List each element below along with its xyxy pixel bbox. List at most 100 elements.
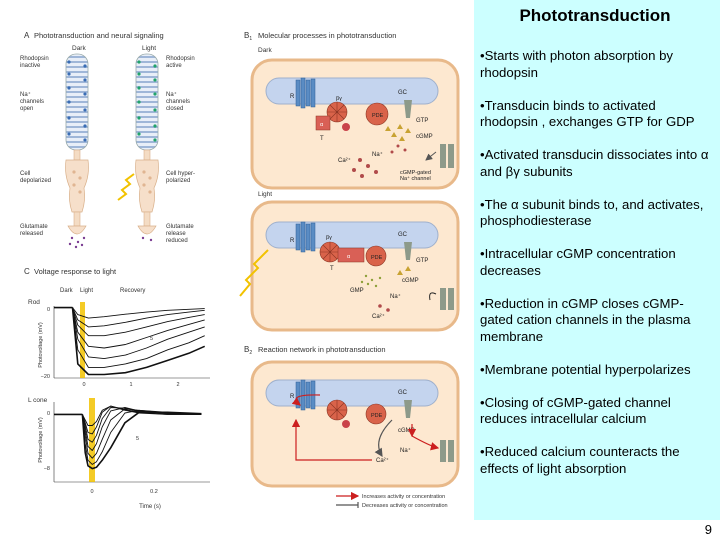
rod-xtick-2: 2: [176, 382, 179, 388]
rod-response-curves: [54, 306, 206, 376]
bullet-item: •Reduced calcium counteracts the effects…: [480, 444, 680, 476]
cone-ytick-0: 0: [47, 411, 50, 417]
cone-response-curves: [54, 405, 202, 470]
response-trace-6: [72, 307, 205, 368]
bullet-item: •Membrane potential hyperpolarizes: [480, 361, 691, 377]
rod-light-stimulus: [80, 302, 85, 378]
cone-label: L cone: [28, 397, 48, 404]
rod-ytick-0: 0: [47, 307, 50, 313]
rod-curve-number: 5: [150, 336, 153, 342]
rod-cell-light: [135, 53, 159, 242]
b1-light-r: R: [290, 238, 295, 244]
b2-channel-icon: [440, 440, 454, 462]
cell-hyperpolarized-label: Cell hyper-polarized: [166, 171, 195, 184]
response-trace-2: [72, 307, 205, 328]
bullet-item: •Starts with photon absorption by rhodop…: [480, 48, 674, 80]
rod-cell-dark: [65, 53, 89, 249]
panel-b1: B1 Molecular processes in phototransduct…: [239, 31, 460, 332]
legend-decrease-label: Decreases activity or concentration: [362, 503, 448, 509]
cone-light-stimulus: [89, 398, 95, 482]
panel-c-letter: C: [24, 267, 30, 276]
b1-light-ca: Ca²⁺: [372, 313, 385, 320]
b1-light-wave-icon: [239, 249, 269, 297]
rod-xtick-1: 1: [129, 382, 132, 388]
response-trace-4: [72, 307, 205, 349]
b1-light-bg: βγ: [326, 235, 332, 241]
panel-b2-title: Reaction network in phototransduction: [258, 345, 386, 354]
b1-light-channel-icon: [440, 288, 454, 310]
light-label: Light: [142, 45, 156, 52]
bullet-item: •The α subunit binds to, and activates, …: [480, 196, 704, 229]
response-trace-3: [72, 307, 205, 337]
response-trace-5: [72, 307, 205, 360]
cone-ytick-min: −8: [44, 466, 50, 472]
b1-dark-bg: βγ: [336, 96, 342, 102]
b1-light-cell: Light R βγ α T PDE GC GTP cGMP GMP Na⁺ C…: [239, 191, 460, 332]
dark-label: Dark: [72, 45, 86, 52]
bullet-item: •Reduction in cGMP closes cGMP-gated cat…: [480, 295, 691, 344]
b1-dark-ca: Ca²⁺: [338, 157, 351, 164]
b1-dark-gc: GC: [398, 90, 408, 96]
panel-c-title: Voltage response to light: [34, 267, 117, 276]
header-dark: Dark: [60, 288, 74, 294]
b1-dark-channel-icon: [440, 144, 454, 168]
rod-ytick-min: −20: [41, 374, 50, 380]
bullet-item: •Closing of cGMP-gated channel reduces i…: [480, 394, 671, 427]
rod-label: Rod: [28, 299, 40, 306]
response-trace-7: [81, 411, 202, 470]
panel-b1-letter: B1: [244, 31, 252, 42]
cone-xlabel: Time (s): [139, 504, 161, 510]
panel-b1-title: Molecular processes in phototransduction: [258, 31, 396, 40]
b1-dark-label: Dark: [258, 47, 272, 54]
response-trace-6: [81, 409, 202, 465]
b1-light-cgmp: cGMP: [402, 278, 419, 284]
b1-light-t: T: [330, 266, 334, 272]
b1-dark-cell: Dark R βγ α T PDE GC GTP cGMP Na⁺ Ca²⁺: [250, 47, 460, 190]
bullet-item: •Transducin binds to activated rhodopsin…: [480, 97, 695, 130]
light-wave-icon: [117, 173, 135, 201]
bullet-list: •Starts with photon absorption by rhodop…: [480, 48, 710, 477]
panel-a: A Phototransduction and neural signaling…: [20, 31, 195, 249]
b1-dark-na: Na⁺: [372, 151, 383, 158]
b1-dark-r: R: [290, 94, 295, 100]
panel-c: C Voltage response to light Dark Light R…: [24, 267, 210, 510]
b1-light-gc: GC: [398, 232, 408, 238]
cone-curve-number: 5: [136, 436, 139, 442]
header-recovery: Recovery: [120, 288, 145, 294]
panel-b2-letter: B2: [244, 345, 252, 356]
b2-activation-arrow: [291, 394, 321, 406]
response-trace-1: [72, 307, 205, 319]
response-trace-7: [71, 307, 206, 376]
b1-dark-gtp: GTP: [416, 118, 428, 124]
panel-a-title: Phototransduction and neural signaling: [34, 31, 164, 40]
panel-b2: B2 Reaction network in phototransduction…: [244, 345, 460, 509]
header-light: Light: [80, 288, 93, 294]
b2-r: R: [290, 394, 295, 400]
phototransduction-figure: A Phototransduction and neural signaling…: [20, 31, 460, 510]
page-number: 9: [704, 522, 712, 537]
bullet-item: •Intracellular cGMP concentration decrea…: [480, 246, 676, 278]
b1-dark-t: T: [320, 136, 324, 142]
b1-light-alpha: α: [347, 254, 351, 260]
cone-xtick-0: 0: [90, 489, 93, 495]
rod-xtick-0: 0: [82, 382, 85, 388]
b1-light-pde: PDE: [371, 255, 383, 261]
summary-panel: Phototransduction •Starts with photon ab…: [474, 0, 720, 520]
b1-light-gtp: GTP: [416, 258, 428, 264]
b2-ca: Ca²⁺: [376, 457, 389, 464]
response-trace-1: [81, 405, 202, 426]
b1-light-label: Light: [258, 191, 272, 198]
cone-xtick-02: 0.2: [150, 489, 158, 495]
b2-pde: PDE: [371, 413, 383, 419]
slide-title: Phototransduction: [519, 6, 671, 25]
b1-dark-alpha: α: [320, 122, 324, 128]
legend-increase-label: Increases activity or concentration: [362, 494, 445, 500]
